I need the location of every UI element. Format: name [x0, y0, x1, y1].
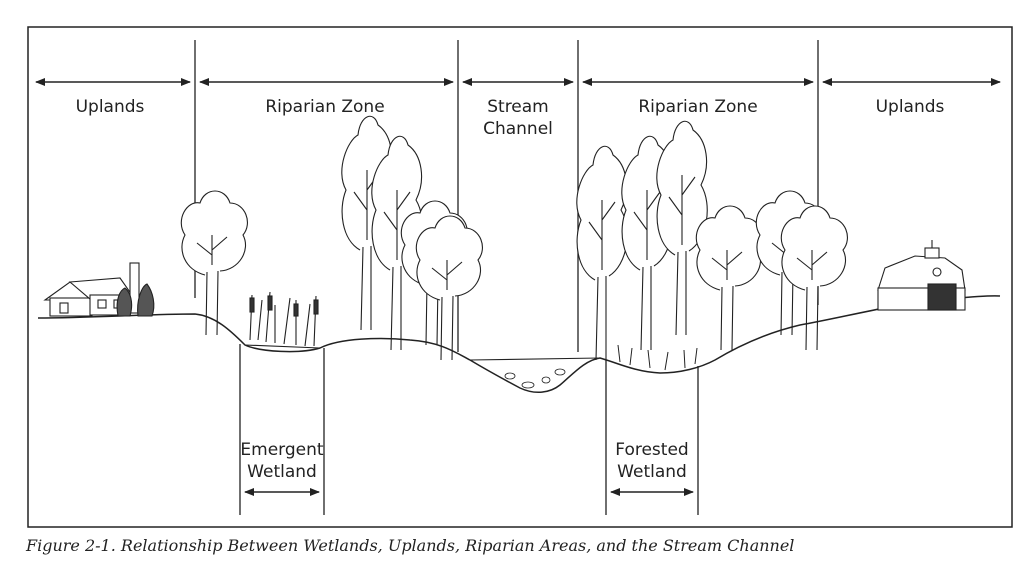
emergent-label-line2: Wetland [247, 462, 317, 482]
house-illustration [43, 262, 155, 317]
streambed-stones [504, 368, 566, 389]
uplands-right-label: Uplands [875, 97, 945, 117]
forested-wetland-label: Forested Wetland [602, 439, 702, 483]
diagram-frame [27, 26, 1013, 528]
right-riparian-trees [576, 120, 848, 361]
forested-label-line2: Wetland [617, 462, 687, 482]
riparian-right-label: Riparian Zone [638, 97, 758, 117]
zone-dividers [194, 40, 819, 352]
forested-label-line1: Forested [615, 440, 689, 460]
emergent-reeds [249, 291, 319, 347]
barn-illustration [877, 240, 966, 311]
wetland-dividers [239, 344, 699, 515]
figure-caption: Figure 2-1. Relationship Between Wetland… [26, 536, 795, 555]
left-riparian-trees [180, 115, 483, 361]
stream-water-line [469, 357, 601, 361]
forested-ferns [617, 344, 698, 371]
stream-label-line2: Channel [483, 119, 553, 139]
emergent-water-line [244, 344, 321, 349]
uplands-left-label: Uplands [75, 97, 145, 117]
emergent-wetland-label: Emergent Wetland [232, 439, 332, 483]
emergent-label-line1: Emergent [240, 440, 324, 460]
riparian-left-label: Riparian Zone [265, 97, 385, 117]
stream-channel-label: Stream Channel [463, 96, 573, 140]
stream-label-line1: Stream [487, 97, 549, 117]
water-lines [244, 344, 601, 361]
ground-profile [37, 295, 1001, 393]
